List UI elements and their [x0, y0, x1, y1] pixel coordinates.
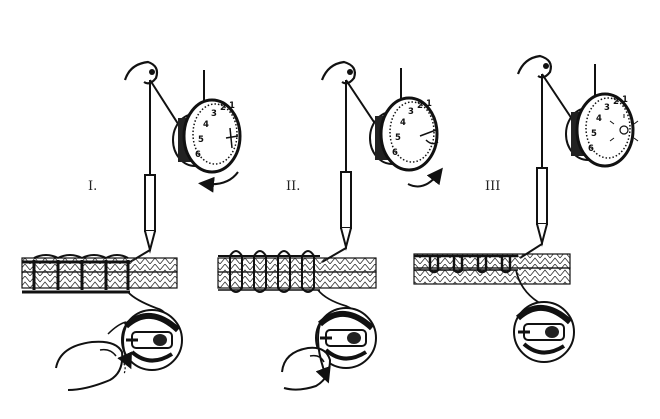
dial-number: 3 [408, 107, 414, 117]
panel-label: III [485, 179, 500, 194]
dial-number: 5 [198, 135, 204, 145]
panel-label: I. [88, 179, 97, 194]
dial-number: 6 [588, 144, 594, 154]
dial-number: 4 [596, 114, 602, 124]
panel-3: 6 5 4 3 2 1 III [413, 54, 639, 363]
panel-label: II. [286, 179, 300, 194]
dial-number: 1 [229, 101, 235, 111]
rotation-arrow-icon [407, 167, 443, 188]
needle-icon [144, 174, 156, 254]
needle-icon [340, 171, 352, 251]
tension-dial-icon: 6 5 4 3 2 1 [565, 92, 639, 168]
upper-thread [321, 68, 402, 263]
bobbin-case-icon [315, 307, 377, 369]
dial-number: 4 [203, 120, 209, 130]
dial-number: 6 [392, 148, 398, 158]
rotation-arrow-icon [198, 171, 239, 193]
fabric-bottom-layer [217, 271, 377, 289]
dial-number: 4 [400, 118, 406, 128]
dial-number: 3 [604, 103, 610, 113]
tension-dial-icon: 6 5 4 3 2 1 [172, 98, 242, 174]
rotation-arrow-icon [117, 321, 132, 370]
dial-number: 2 [417, 101, 423, 111]
dial-number: 3 [211, 109, 217, 119]
upper-thread [519, 64, 596, 259]
fabric-top-layer [21, 257, 178, 273]
panel-1: 6 5 4 3 2 1 I. [21, 60, 242, 391]
dial-number: 6 [195, 150, 201, 160]
bobbin-case-icon [513, 301, 575, 363]
fabric-bottom-layer [21, 271, 178, 289]
stitch-row [414, 254, 518, 274]
stitch-row [22, 254, 130, 294]
bobbin-case-icon [121, 309, 183, 371]
dial-number: 5 [591, 129, 597, 139]
dial-number: 2 [220, 103, 226, 113]
tension-dial-icon: 6 5 4 3 2 1 [369, 96, 439, 172]
dial-number: 5 [395, 133, 401, 143]
needle-icon [536, 167, 548, 247]
dial-number: 1 [426, 99, 432, 109]
finger-icon [55, 321, 127, 391]
panel-2: 6 5 4 3 2 1 II. [217, 60, 443, 391]
dial-number: 2 [613, 97, 619, 107]
fabric-bottom-layer [413, 267, 571, 285]
dial-number: 1 [622, 95, 628, 105]
stitch-row [218, 250, 320, 293]
rotation-arrow-icon [315, 323, 331, 384]
